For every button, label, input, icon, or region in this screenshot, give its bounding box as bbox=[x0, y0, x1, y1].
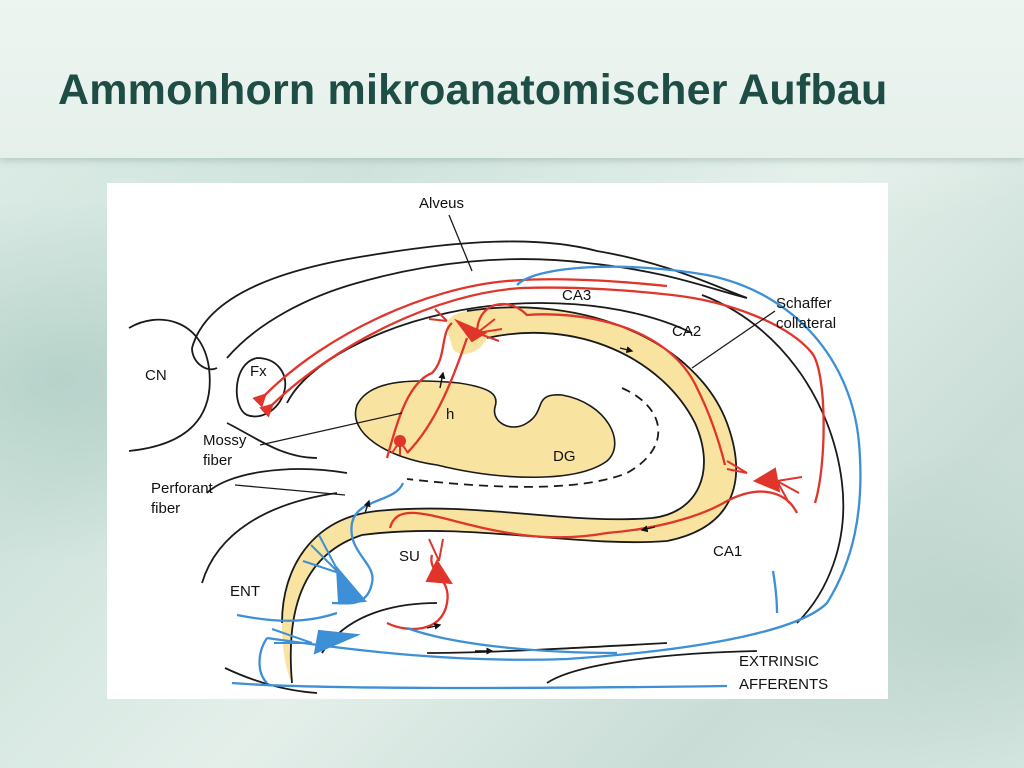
label-extrinsic-1: EXTRINSIC bbox=[739, 653, 819, 670]
label-mossy-2: fiber bbox=[203, 452, 232, 469]
label-ent: ENT bbox=[230, 583, 260, 600]
blue-pyramidal-neurons bbox=[271, 534, 368, 655]
ammons-horn-cell-layer bbox=[282, 307, 737, 683]
red-pyramidal-neurons bbox=[391, 308, 803, 585]
label-extrinsic-2: AFFERENTS bbox=[739, 676, 828, 693]
title-band bbox=[0, 0, 1024, 158]
hippocampus-diagram: Alveus CN Fx CA3 CA2 CA1 DG h SU ENT Sch… bbox=[107, 183, 888, 699]
label-ca3: CA3 bbox=[562, 287, 591, 304]
label-ca1: CA1 bbox=[713, 543, 742, 560]
label-perforant-2: fiber bbox=[151, 500, 180, 517]
label-dg: DG bbox=[553, 448, 576, 465]
label-fx: Fx bbox=[250, 363, 267, 380]
label-su: SU bbox=[399, 548, 420, 565]
label-ca2: CA2 bbox=[672, 323, 701, 340]
label-alveus: Alveus bbox=[419, 195, 464, 212]
caudate-nucleus-outline bbox=[128, 318, 211, 452]
label-schaffer-1: Schaffer bbox=[776, 295, 832, 312]
label-mossy-1: Mossy bbox=[203, 432, 247, 449]
label-cn: CN bbox=[145, 367, 167, 384]
flow-arrows bbox=[363, 346, 656, 655]
leader-lines bbox=[234, 214, 776, 496]
dentate-gyrus-cell-layer bbox=[354, 380, 616, 479]
label-schaffer-2: collateral bbox=[776, 315, 836, 332]
diagram-svg: Alveus CN Fx CA3 CA2 CA1 DG h SU ENT Sch… bbox=[128, 195, 862, 694]
page-title: Ammonhorn mikroanatomischer Aufbau bbox=[58, 66, 888, 114]
label-perforant-1: Perforant bbox=[151, 480, 214, 497]
label-h: h bbox=[446, 406, 454, 423]
